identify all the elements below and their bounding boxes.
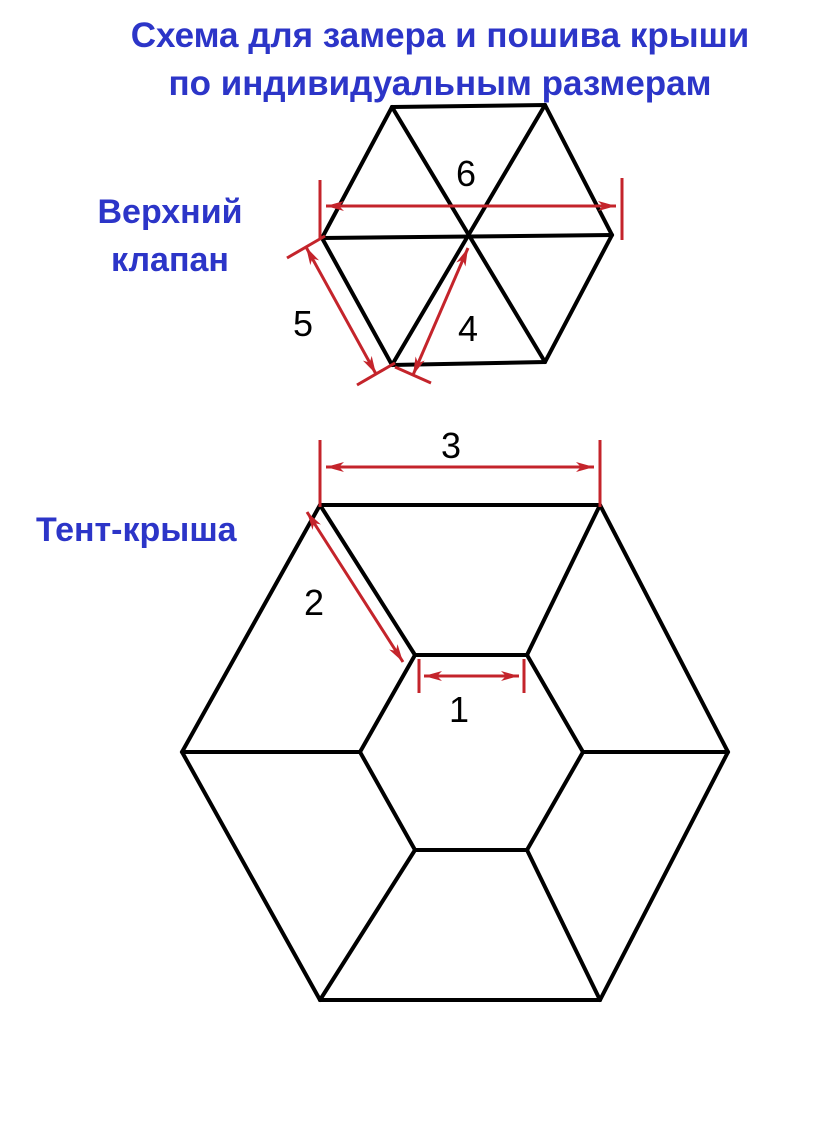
dimension-arrow xyxy=(411,247,470,376)
dimension-5-label: 5 xyxy=(293,303,313,344)
dimension-1 xyxy=(417,659,526,693)
tent-roof-seam xyxy=(525,503,602,657)
label-tent-roof: Тент-крыша xyxy=(36,511,237,549)
dimension-2-label: 2 xyxy=(304,582,324,623)
dimension-6 xyxy=(318,178,624,240)
dimension-arrow xyxy=(305,511,405,663)
dimension-6-label: 6 xyxy=(456,153,476,194)
dimension-4-label: 4 xyxy=(458,308,478,349)
dimension-3 xyxy=(318,440,602,507)
dimension-5 xyxy=(286,234,396,387)
label-top-flap-line1: Верхний xyxy=(97,193,243,231)
tent-roof-seam xyxy=(525,848,602,1002)
diagram-title: Схема для замера и пошива крыши по индив… xyxy=(60,12,820,108)
tent-roof-seam xyxy=(318,848,417,1002)
tent-roof-figure xyxy=(179,503,731,1002)
label-top-flap-line2: клапан xyxy=(111,241,229,279)
dimension-1-label: 1 xyxy=(449,689,469,730)
dimension-arrow xyxy=(304,246,378,375)
top-flap-diagonal xyxy=(320,233,614,240)
tent-roof-seam xyxy=(318,503,417,657)
diagram-title-line2: по индивидуальным размерам xyxy=(168,64,712,103)
diagram-title-line1: Схема для замера и пошива крыши xyxy=(130,16,750,55)
dimension-4 xyxy=(394,247,470,385)
dimension-2 xyxy=(305,511,405,663)
dimension-3-label: 3 xyxy=(441,425,461,466)
tent-roof-inner-hexagon xyxy=(357,653,586,852)
label-top-flap: Верхний клапан xyxy=(70,188,270,284)
